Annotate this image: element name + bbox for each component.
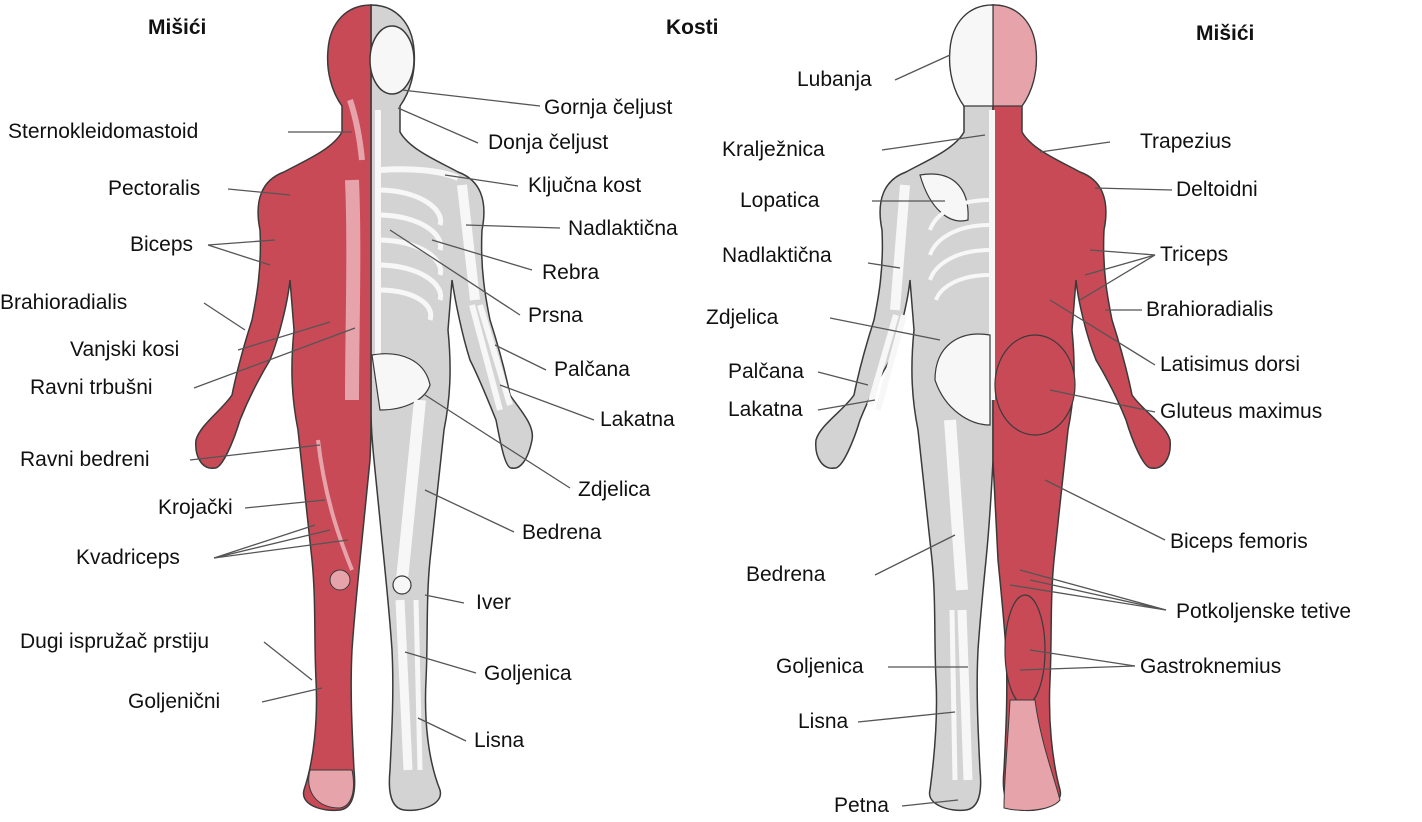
label-kljucna-kost: Ključna kost bbox=[528, 174, 641, 198]
back-calf bbox=[1005, 595, 1045, 705]
back-gluteus bbox=[995, 335, 1075, 435]
header-front-muscles: Mišići bbox=[148, 16, 206, 40]
label-goljenica-front: Goljenica bbox=[484, 662, 572, 686]
label-lakatna-back: Lakatna bbox=[728, 398, 803, 422]
label-donja-celjust: Donja čeljust bbox=[488, 131, 608, 155]
leader-goljenicni bbox=[262, 688, 322, 702]
label-potkoljenske-tetive: Potkoljenske tetive bbox=[1176, 600, 1351, 624]
label-lakatna-front: Lakatna bbox=[600, 408, 675, 432]
header-bones: Kosti bbox=[666, 16, 719, 40]
leader-brahioradialis bbox=[204, 303, 245, 330]
label-gluteus-maximus: Gluteus maximus bbox=[1160, 400, 1322, 424]
label-palcana-front: Palčana bbox=[554, 358, 630, 382]
label-krojacki: Krojački bbox=[158, 496, 233, 520]
label-gastroknemius: Gastroknemius bbox=[1140, 655, 1281, 679]
front-knee-muscle bbox=[330, 570, 350, 590]
leader-dugi-ispruzac bbox=[264, 642, 312, 680]
label-goljenica-back: Goljenica bbox=[776, 655, 864, 679]
label-rebra: Rebra bbox=[542, 261, 599, 285]
label-petna: Petna bbox=[834, 794, 889, 818]
label-nadlakticna-front: Nadlaktična bbox=[568, 217, 678, 241]
label-brahioradialis-back: Brahioradialis bbox=[1146, 298, 1273, 322]
back-fibula bbox=[952, 610, 955, 780]
front-skull bbox=[370, 26, 414, 94]
back-tibia bbox=[962, 610, 968, 780]
front-muscle-half bbox=[196, 5, 371, 810]
front-abdominal-line bbox=[352, 180, 353, 400]
label-brahioradialis: Brahioradialis bbox=[0, 291, 127, 315]
label-zdjelica-back: Zdjelica bbox=[706, 306, 778, 330]
label-lisna-front: Lisna bbox=[474, 729, 524, 753]
label-palcana-back: Palčana bbox=[728, 360, 804, 384]
leader-donja-celjust bbox=[398, 108, 478, 143]
leader-gornja-celjust bbox=[402, 90, 540, 106]
label-lopatica: Lopatica bbox=[740, 189, 819, 213]
leader-lubanja bbox=[895, 55, 950, 80]
label-biceps-femoris: Biceps femoris bbox=[1170, 530, 1308, 554]
label-ravni-bedreni: Ravni bedreni bbox=[20, 448, 150, 472]
label-trapezius: Trapezius bbox=[1140, 130, 1231, 154]
label-lubanja: Lubanja bbox=[797, 68, 872, 92]
leader-biceps-femoris bbox=[1045, 480, 1165, 540]
label-zdjelica-front: Zdjelica bbox=[578, 478, 650, 502]
label-vanjski-kosi: Vanjski kosi bbox=[70, 338, 179, 362]
leader-trapezius bbox=[1040, 142, 1110, 152]
leader-bedrena-front bbox=[425, 490, 514, 532]
leader-deltoidni bbox=[1095, 188, 1172, 190]
label-biceps: Biceps bbox=[130, 233, 193, 257]
label-triceps: Triceps bbox=[1160, 243, 1228, 267]
label-dugi-ispruzac-prstiju: Dugi ispružač prstiju bbox=[20, 630, 209, 654]
label-sternokleidomastoid: Sternokleidomastoid bbox=[8, 120, 198, 144]
label-pectoralis: Pectoralis bbox=[108, 177, 200, 201]
back-skull bbox=[950, 5, 993, 106]
label-iver: Iver bbox=[476, 591, 511, 615]
label-bedrena-back: Bedrena bbox=[746, 563, 825, 587]
front-body-figure bbox=[196, 5, 533, 810]
label-nadlakticna-back: Nadlaktična bbox=[722, 244, 832, 268]
leader-kvadriceps-a bbox=[214, 525, 315, 558]
label-deltoidni: Deltoidni bbox=[1176, 178, 1258, 202]
label-lisna-back: Lisna bbox=[798, 710, 848, 734]
label-kraljeznica: Kralježnica bbox=[722, 138, 825, 162]
label-latisimus-dorsi: Latisimus dorsi bbox=[1160, 353, 1300, 377]
label-kvadriceps: Kvadriceps bbox=[76, 546, 180, 570]
label-bedrena-front: Bedrena bbox=[522, 521, 601, 545]
label-goljenicni: Goljenični bbox=[128, 690, 220, 714]
leader-iver bbox=[425, 595, 464, 603]
back-head-muscle bbox=[993, 5, 1036, 106]
back-body-figure bbox=[816, 5, 1170, 810]
front-kneecap bbox=[393, 576, 411, 594]
label-ravni-trbusni: Ravni trbušni bbox=[30, 376, 153, 400]
label-prsna: Prsna bbox=[528, 304, 583, 328]
label-gornja-celjust: Gornja čeljust bbox=[544, 96, 672, 120]
header-back-muscles: Mišići bbox=[1196, 22, 1254, 46]
